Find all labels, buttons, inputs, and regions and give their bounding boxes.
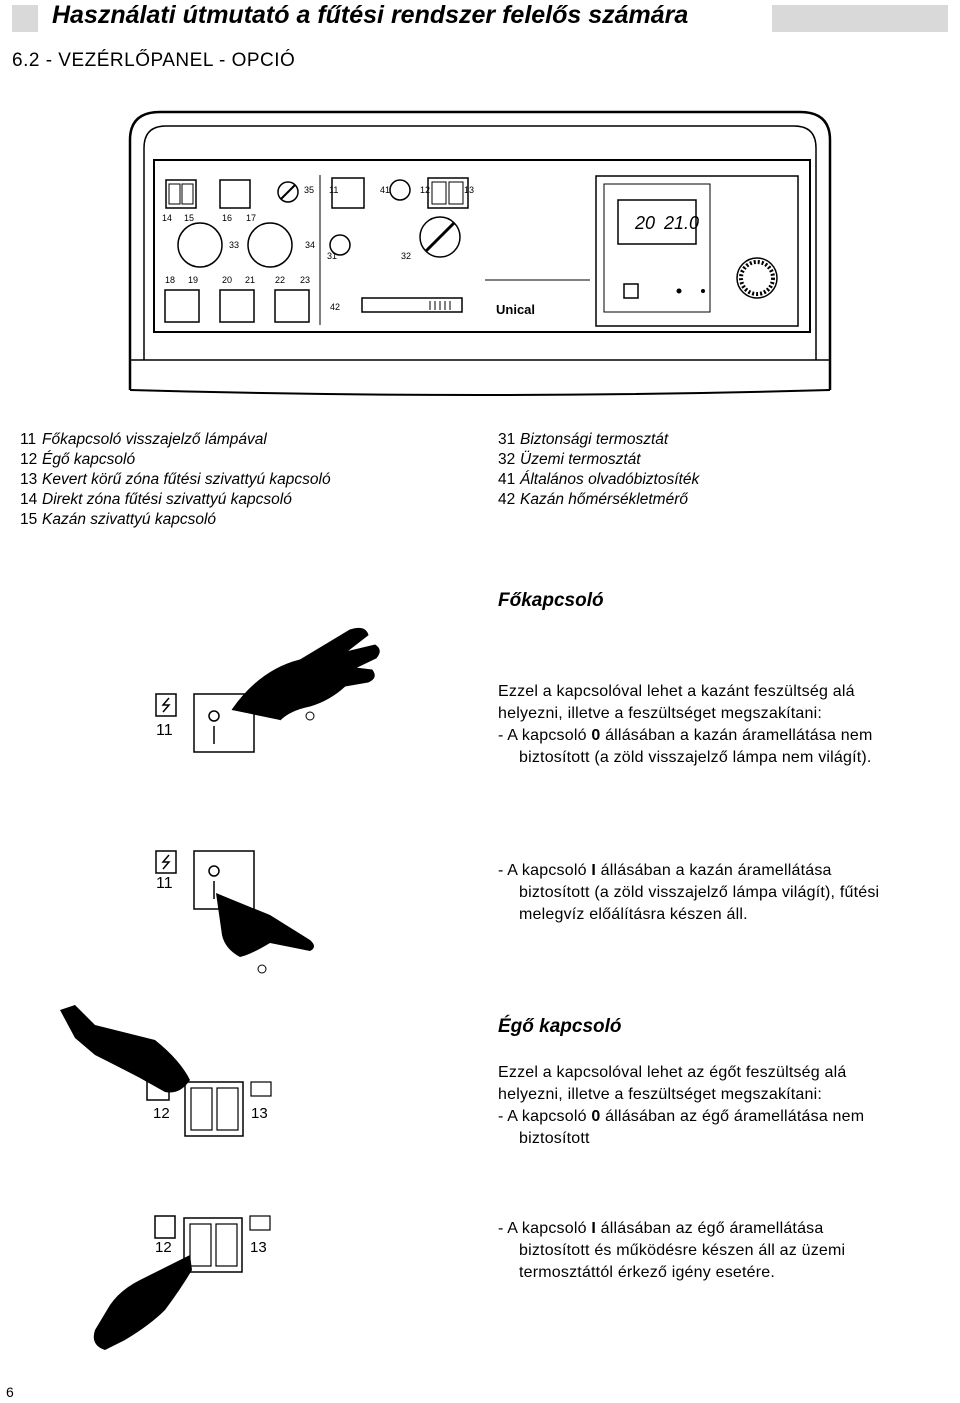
header-bar-right	[772, 5, 948, 32]
svg-text:17: 17	[246, 213, 256, 223]
svg-text:13: 13	[464, 185, 474, 195]
svg-text:41: 41	[380, 185, 390, 195]
fokapcsolo-heading: Főkapcsoló	[498, 590, 604, 611]
svg-text:34: 34	[305, 240, 315, 250]
svg-text:12: 12	[420, 185, 430, 195]
svg-text:13: 13	[250, 1239, 267, 1256]
svg-text:22: 22	[275, 275, 285, 285]
rotary-knob	[736, 257, 778, 299]
section-heading: 6.2 - VEZÉRLŐPANEL - OPCIÓ	[12, 50, 296, 71]
svg-text:12: 12	[155, 1239, 172, 1256]
svg-text:15: 15	[184, 213, 194, 223]
svg-text:11: 11	[156, 875, 173, 892]
burner-switch-off-illustration: 12 13	[60, 1005, 272, 1137]
svg-text:20: 20	[222, 275, 232, 285]
egokapcsolo-text-block: Ezzel a kapcsolóval lehet az égőt feszül…	[498, 1064, 865, 1147]
svg-text:23: 23	[300, 275, 310, 285]
svg-text:14: 14	[162, 213, 172, 223]
switch-14-15	[165, 179, 197, 209]
page-title: Használati útmutató a fűtési rendszer fe…	[52, 1, 689, 29]
egokapcsolo-heading: Égő kapcsoló	[498, 1016, 622, 1037]
fokapcsolo-text-block: Ezzel a kapcsolóval lehet a kazánt feszü…	[498, 683, 873, 766]
egokapcsolo-text-block-2: - A kapcsoló I állásában az égő áramellá…	[498, 1220, 846, 1281]
burner-switch-on-illustration: 12 13	[93, 1215, 271, 1350]
switch-label-12: 12	[153, 1105, 170, 1122]
svg-text:42: 42	[330, 302, 340, 312]
display-right-value: 21.0	[663, 213, 699, 233]
svg-text:21: 21	[245, 275, 255, 285]
switch-label-13: 13	[251, 1105, 268, 1122]
main-switch-on-illustration: 11	[155, 850, 314, 974]
svg-text:11: 11	[329, 185, 338, 195]
svg-text:35: 35	[304, 185, 314, 195]
header-bar-left	[12, 5, 38, 32]
control-panel-diagram: 20 21.0 Unical 35 11 41 12 13 14 15 16 1…	[128, 110, 832, 396]
brand-logo: Unical	[496, 302, 535, 317]
lcd-display	[617, 199, 697, 245]
page-number: 6	[6, 1384, 14, 1400]
fokapcsolo-text-block-2: - A kapcsoló I állásában a kazán áramell…	[498, 862, 880, 923]
svg-text:18: 18	[165, 275, 175, 285]
svg-text:31: 31	[327, 251, 337, 261]
display-left-value: 20	[634, 213, 655, 233]
switch-label-11: 11	[156, 722, 173, 739]
svg-text:16: 16	[222, 213, 232, 223]
svg-text:19: 19	[188, 275, 198, 285]
svg-text:32: 32	[401, 251, 411, 261]
svg-text:33: 33	[229, 240, 239, 250]
main-switch-off-illustration: 11	[155, 627, 380, 753]
